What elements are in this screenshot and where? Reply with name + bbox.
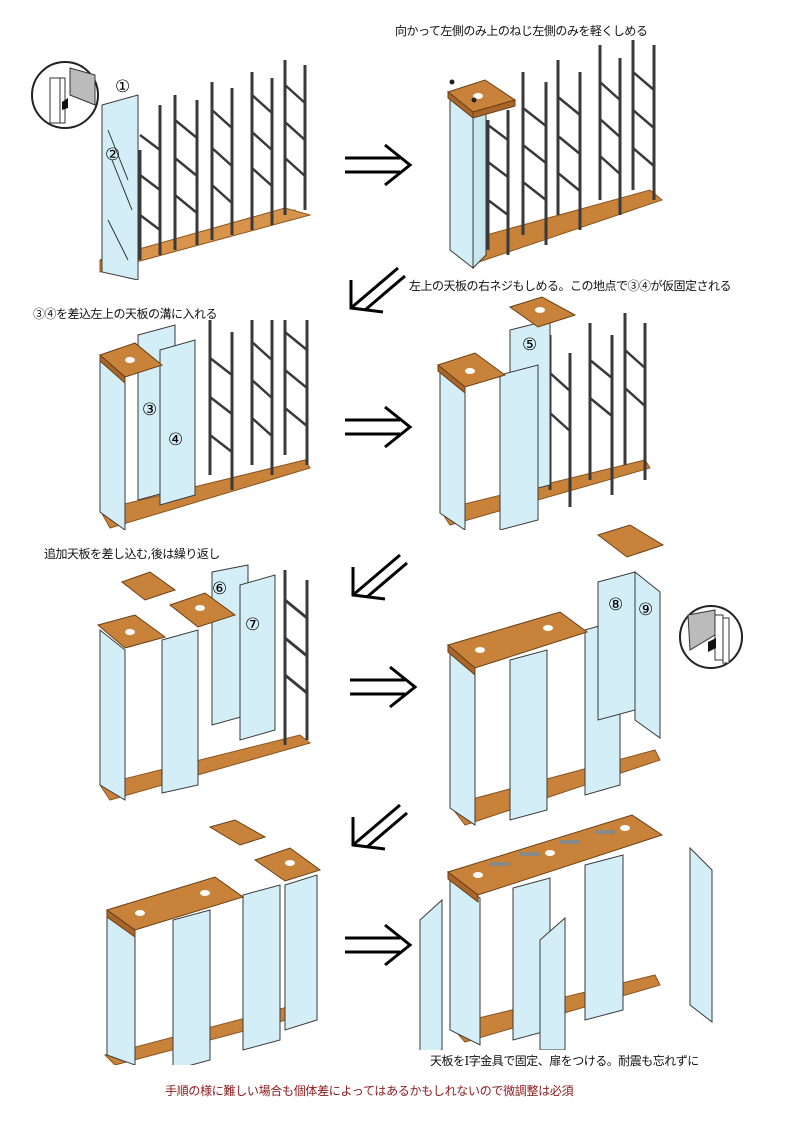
top-board (99, 342, 164, 385)
step-4-illustration: ⑤ (436, 296, 651, 530)
part-label-5: ⑤ (522, 335, 537, 355)
frame-poles (486, 40, 656, 255)
step-5-caption: 追加天板を差し込む,後は繰り返し (44, 547, 220, 561)
glass-panel-4 (159, 339, 196, 506)
part-label-2: ② (105, 145, 120, 165)
glass-panel (106, 914, 136, 1065)
part-label-1: ① (115, 77, 130, 97)
groove-detail-icon (31, 61, 99, 129)
glass-panel (99, 358, 126, 530)
arrow-down-left-icon (349, 266, 406, 314)
glass-panel (449, 879, 481, 1046)
top-board (446, 814, 664, 904)
arrow-right-icon (350, 665, 418, 709)
part-label-8: ⑧ (608, 595, 623, 615)
step-4-caption: 左上の天板の右ネジもしめる。この地点で③④が仮固定される (409, 279, 732, 293)
top-board-floating (508, 296, 577, 328)
i-bracket-icon (490, 830, 615, 866)
step-6-illustration: ⑧ ⑨ (446, 524, 743, 826)
top-board (105, 847, 322, 938)
glass-panel (449, 648, 476, 826)
glass-panel (439, 369, 466, 530)
frame-rungs (139, 84, 306, 231)
door-middle (539, 916, 566, 1050)
top-board-floating (208, 819, 267, 846)
frame-rungs (487, 71, 655, 216)
step-8-illustration (419, 814, 713, 1050)
step-3-illustration: ③ ④ (99, 320, 311, 530)
step-7-illustration (104, 819, 322, 1065)
part-label-7: ⑦ (245, 615, 260, 635)
screw-icon (449, 79, 477, 103)
step-2-illustration (446, 40, 664, 270)
arrow-right-icon (345, 923, 413, 967)
door-left (419, 898, 443, 1050)
glass-reflection (107, 129, 133, 261)
arrow-right-icon (345, 143, 413, 187)
step-2-caption: 向かって左側のみ上のねじ左側のみを軽くしめる (395, 24, 648, 38)
arrow-down-left-icon (351, 803, 408, 851)
top-board (96, 592, 237, 649)
top-board (446, 79, 517, 120)
glass-panel (449, 93, 474, 270)
glass-panel (99, 628, 126, 801)
part-label-3: ③ (142, 400, 157, 420)
glass-panel-7 (239, 574, 276, 741)
step-3-caption: ③④を差込左上の天板の溝に入れる (33, 307, 218, 321)
part-label-4: ④ (168, 430, 183, 450)
base-board (99, 734, 312, 801)
step-5-illustration: ⑥ ⑦ (96, 564, 312, 801)
base-board (99, 459, 311, 529)
base-board (439, 459, 651, 526)
top-board-floating (596, 524, 665, 558)
top-board (436, 352, 507, 395)
footer-note: 手順の様に難しい場合も個体差によってはあるかもしれないので微調整は必須 (165, 1084, 574, 1098)
groove-detail-icon (679, 605, 743, 669)
step-1-illustration: ① ② (31, 60, 312, 280)
step-8-caption: 天板をI字金具で固定、扉をつける。耐震も忘れずに (430, 1054, 699, 1068)
glass-panel-9 (634, 570, 661, 739)
door-right (689, 846, 713, 1024)
arrow-down-left-icon (351, 553, 408, 601)
top-board-floating (120, 571, 177, 601)
part-label-6: ⑥ (212, 579, 227, 599)
arrow-right-icon (345, 405, 413, 449)
top-board (446, 611, 589, 677)
glass-panel (101, 94, 139, 280)
part-label-9: ⑨ (638, 600, 653, 620)
